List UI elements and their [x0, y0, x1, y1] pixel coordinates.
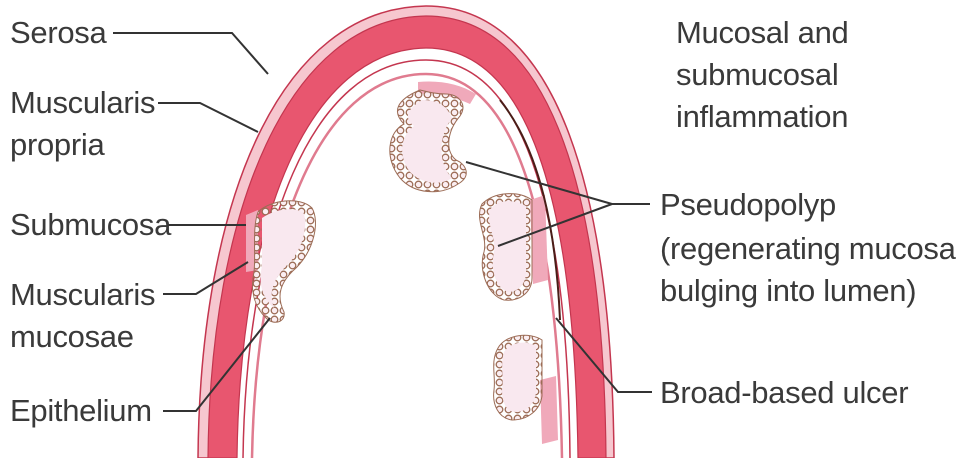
label-ulcer: Broad-based ulcer: [660, 374, 908, 412]
label-submucosa: Submucosa: [10, 206, 171, 244]
label-muscularis-mucosae-line1: Muscularis: [10, 276, 155, 314]
inflammation-patch: [530, 195, 548, 284]
leader-muscularis-propria: [158, 103, 258, 132]
leader-serosa: [113, 33, 268, 74]
label-pseudopolyp-line3: bulging into lumen): [660, 272, 916, 310]
inflammation-patch: [540, 376, 558, 444]
label-pseudopolyp-line2: (regenerating mucosa: [660, 230, 956, 268]
pseudopolyp-bottom-core: [502, 343, 536, 412]
label-muscularis-mucosae-line2: mucosae: [10, 318, 134, 356]
label-muscularis-propria-line1: Muscularis: [10, 84, 155, 122]
label-epithelium: Epithelium: [10, 392, 152, 430]
label-serosa: Serosa: [10, 14, 106, 52]
label-inflammation-line3: inflammation: [676, 98, 848, 136]
label-muscularis-propria-line2: propria: [10, 126, 104, 164]
label-pseudopolyp-line1: Pseudopolyp: [660, 186, 836, 224]
label-inflammation-line2: submucosal: [676, 56, 838, 94]
label-inflammation-line1: Mucosal and: [676, 14, 848, 52]
